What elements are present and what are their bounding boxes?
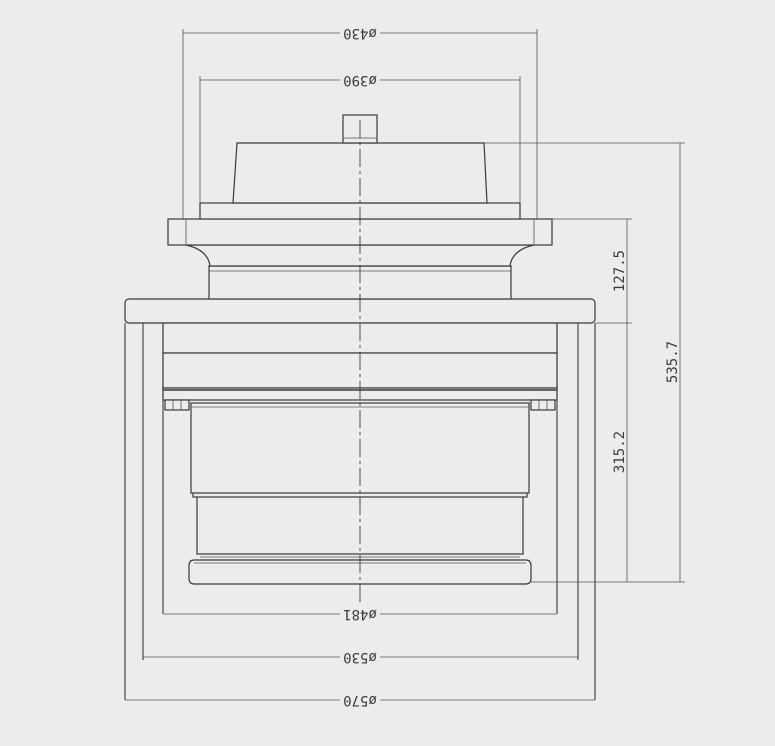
dim-diameter-570: ø570 (343, 692, 377, 708)
dim-diameter-430: ø430 (343, 25, 377, 41)
dim-diameter-481: ø481 (343, 606, 377, 622)
neck-fillet (185, 244, 535, 267)
dim-height-315: 315.2 (612, 431, 628, 473)
bolt-right (530, 399, 556, 411)
dim-height-535: 535.7 (665, 341, 681, 383)
dim-height-127: 127.5 (612, 250, 628, 292)
dim-diameter-530: ø530 (343, 649, 377, 665)
bolt-left (164, 399, 190, 411)
dim-diameter-390: ø390 (343, 72, 377, 88)
